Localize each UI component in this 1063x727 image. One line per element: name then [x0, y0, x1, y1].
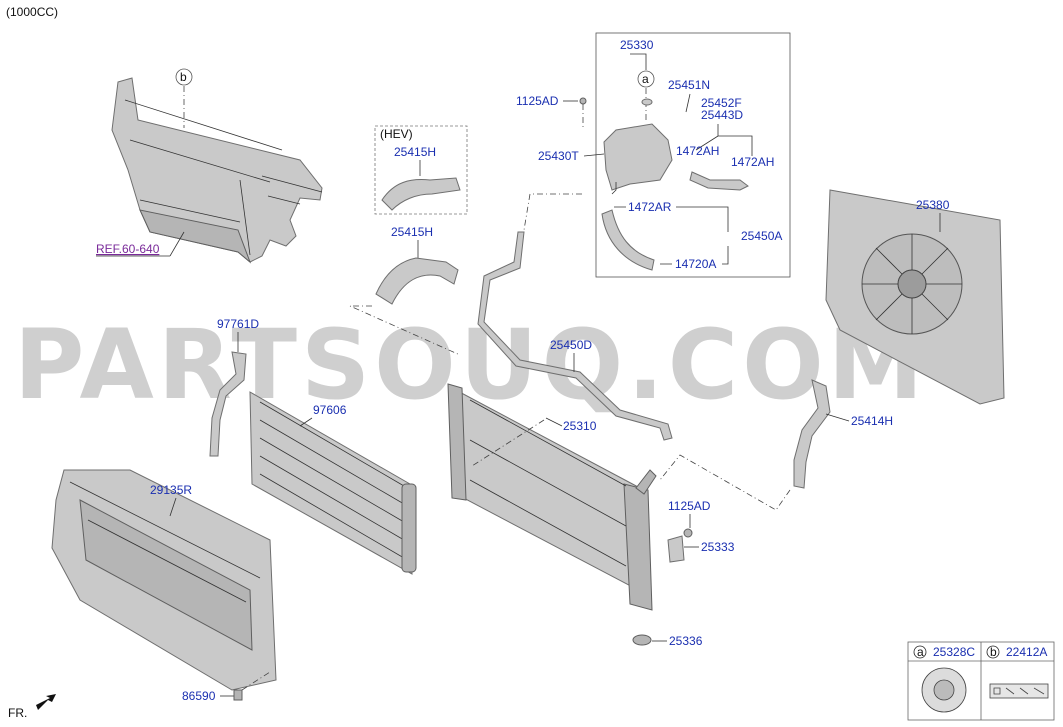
leader-ref — [169, 231, 185, 257]
leader-97606 — [299, 417, 313, 427]
clip-86590 — [233, 689, 243, 701]
air-guard-29135R — [51, 469, 277, 691]
label-14720A: 14720A — [675, 257, 716, 271]
leader-25443D — [695, 124, 753, 156]
label-97761D: 97761D — [217, 317, 259, 331]
leader-25330 — [630, 53, 647, 70]
leader-25430T — [583, 153, 605, 157]
engine-label: (1000CC) — [6, 5, 58, 19]
radiator-25310 — [447, 383, 657, 611]
label-25330: 25330 — [620, 38, 654, 52]
label-1472AR: 1472AR — [628, 200, 672, 214]
dash-clip — [241, 671, 271, 691]
hose-25443D — [689, 171, 749, 191]
label-25333: 25333 — [701, 540, 735, 554]
leader-29135R — [169, 497, 177, 517]
label-25414H: 25414H — [851, 414, 893, 428]
legend-table — [907, 641, 1055, 721]
carrier-assembly — [111, 77, 323, 264]
dash-lower-hose — [659, 454, 791, 511]
hose-25415H-hev — [381, 177, 461, 211]
hose-25450A — [601, 209, 655, 271]
mount-25336 — [632, 634, 652, 646]
bracket-25333 — [667, 535, 685, 563]
label-25415H-hev: 25415H — [394, 145, 436, 159]
leader-1472AR — [614, 206, 729, 232]
reservoir-spout — [611, 182, 617, 195]
fan-shroud-assembly — [825, 189, 1005, 405]
label-25415H: 25415H — [391, 225, 433, 239]
callout-a-circle — [637, 70, 655, 88]
condenser-97606 — [249, 391, 417, 575]
label-25336: 25336 — [669, 634, 703, 648]
label-1125AD-bottom: 1125AD — [668, 499, 711, 513]
label-1472AH-a: 1472AH — [676, 144, 719, 158]
label-29135R: 29135R — [150, 483, 192, 497]
callout-b: b — [180, 70, 187, 84]
label-1125AD-top: 1125AD — [516, 94, 559, 108]
leader-25451N — [685, 93, 691, 113]
ref-link[interactable]: REF.60-640 — [96, 242, 160, 256]
callout-b-circle — [175, 68, 193, 86]
cap-seal — [641, 98, 653, 106]
front-label: FR. — [8, 706, 27, 720]
dash-radiator — [471, 419, 545, 467]
hose-25450D — [477, 231, 673, 441]
legend-a-part: 25328C — [933, 645, 975, 659]
hev-box — [374, 125, 468, 215]
label-25450A: 25450A — [741, 229, 782, 243]
bolt-1125AD-top — [579, 97, 587, 105]
label-25380: 25380 — [916, 198, 950, 212]
leader-25414H — [825, 413, 850, 422]
label-25443D: 25443D — [701, 108, 743, 122]
callout-a: a — [642, 72, 649, 86]
hose-25415H — [375, 257, 459, 305]
leader-14720A — [660, 246, 729, 265]
leader-25310 — [545, 417, 563, 427]
label-25430T: 25430T — [538, 149, 579, 163]
bolt-1125AD-bottom — [683, 528, 693, 538]
reservoir-tank — [603, 123, 673, 191]
hose-25414H — [793, 379, 831, 489]
label-25310: 25310 — [563, 419, 597, 433]
wiring-97761D — [209, 351, 247, 457]
label-86590: 86590 — [182, 689, 216, 703]
hev-label: (HEV) — [380, 127, 413, 141]
legend-a-letter: a — [917, 645, 924, 659]
dash-reservoir — [523, 193, 582, 231]
label-1472AH-b: 1472AH — [731, 155, 774, 169]
label-25451N: 25451N — [668, 78, 710, 92]
label-25450D: 25450D — [550, 338, 592, 352]
label-97606: 97606 — [313, 403, 347, 417]
label-25452F: 25452F — [701, 96, 742, 110]
front-arrow-icon — [36, 694, 56, 710]
legend-b-letter: b — [990, 645, 997, 659]
legend-b-part: 22412A — [1006, 645, 1047, 659]
dash-hose-radiator — [349, 305, 461, 356]
